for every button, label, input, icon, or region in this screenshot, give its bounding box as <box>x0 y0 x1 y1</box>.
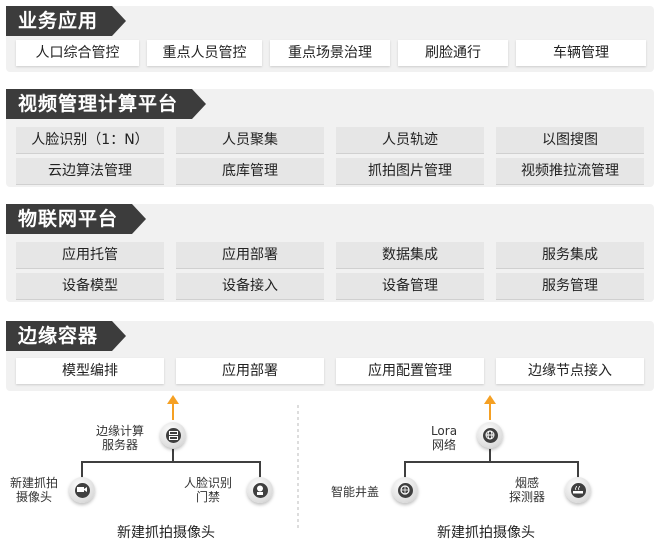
business-item: 刷脸通行 <box>398 40 508 66</box>
edge-item: 应用配置管理 <box>336 358 484 384</box>
camera-icon <box>74 482 90 498</box>
smart-manhole-node <box>392 477 418 503</box>
lora-network-label: Lora 网络 <box>430 424 458 452</box>
manhole-icon <box>397 482 413 498</box>
face-access-label: 人脸识别 门禁 <box>183 476 232 504</box>
smoke-detector-icon <box>570 482 586 498</box>
snap-camera-node <box>69 477 95 503</box>
business-item: 重点场景治理 <box>270 40 390 66</box>
iot-item: 应用托管 <box>16 242 164 268</box>
left-group-caption: 新建抓拍摄像头 <box>117 525 215 541</box>
edge-item: 模型编排 <box>16 358 164 384</box>
right-arrowhead <box>484 395 496 404</box>
smoke-detector-label: 烟感 探测器 <box>508 476 545 504</box>
globe-icon <box>482 427 498 443</box>
layer-title-edge: 边缘容器 <box>6 321 127 351</box>
lora-network-node <box>477 422 503 448</box>
layer-title-video: 视频管理计算平台 <box>6 89 207 119</box>
video-item: 云边算法管理 <box>16 158 164 184</box>
video-item: 视频推拉流管理 <box>496 158 644 184</box>
iot-item: 设备模型 <box>16 273 164 299</box>
smoke-detector-node <box>565 477 591 503</box>
layer-video-platform: 视频管理计算平台 人脸识别（1：N） 人员聚集 人员轨迹 以图搜图 云边算法管理… <box>6 89 654 187</box>
video-item: 以图搜图 <box>496 127 644 153</box>
video-item: 人员轨迹 <box>336 127 484 153</box>
business-item: 重点人员管控 <box>147 40 262 66</box>
iot-item: 设备接入 <box>176 273 324 299</box>
layer-title-business: 业务应用 <box>6 6 127 36</box>
left-arrowhead <box>167 395 179 404</box>
iot-item: 应用部署 <box>176 242 324 268</box>
server-icon <box>165 427 181 443</box>
smart-manhole-label: 智能井盖 <box>330 485 379 499</box>
iot-item: 数据集成 <box>336 242 484 268</box>
layer-title-iot: 物联网平台 <box>6 204 147 234</box>
snap-camera-label: 新建抓拍 摄像头 <box>9 476 58 504</box>
layer-edge-container: 边缘容器 模型编排 应用部署 应用配置管理 边缘节点接入 <box>6 321 654 391</box>
business-item: 人口综合管控 <box>16 40 139 66</box>
video-item: 底库管理 <box>176 158 324 184</box>
layer-business-apps: 业务应用 人口综合管控 重点人员管控 重点场景治理 刷脸通行 车辆管理 <box>6 6 654 72</box>
edge-server-label: 边缘计算 服务器 <box>95 424 144 452</box>
video-item: 人脸识别（1：N） <box>16 127 164 153</box>
face-access-node <box>247 477 273 503</box>
iot-item: 设备管理 <box>336 273 484 299</box>
edge-server-node <box>160 422 186 448</box>
business-item: 车辆管理 <box>516 40 646 66</box>
right-group-caption: 新建抓拍摄像头 <box>437 525 535 541</box>
edge-item: 应用部署 <box>176 358 324 384</box>
iot-item: 服务集成 <box>496 242 644 268</box>
iot-item: 服务管理 <box>496 273 644 299</box>
face-lock-icon <box>252 482 268 498</box>
video-item: 抓拍图片管理 <box>336 158 484 184</box>
layer-iot-platform: 物联网平台 应用托管 应用部署 数据集成 服务集成 设备模型 设备接入 设备管理… <box>6 204 654 302</box>
video-item: 人员聚集 <box>176 127 324 153</box>
edge-item: 边缘节点接入 <box>496 358 644 384</box>
